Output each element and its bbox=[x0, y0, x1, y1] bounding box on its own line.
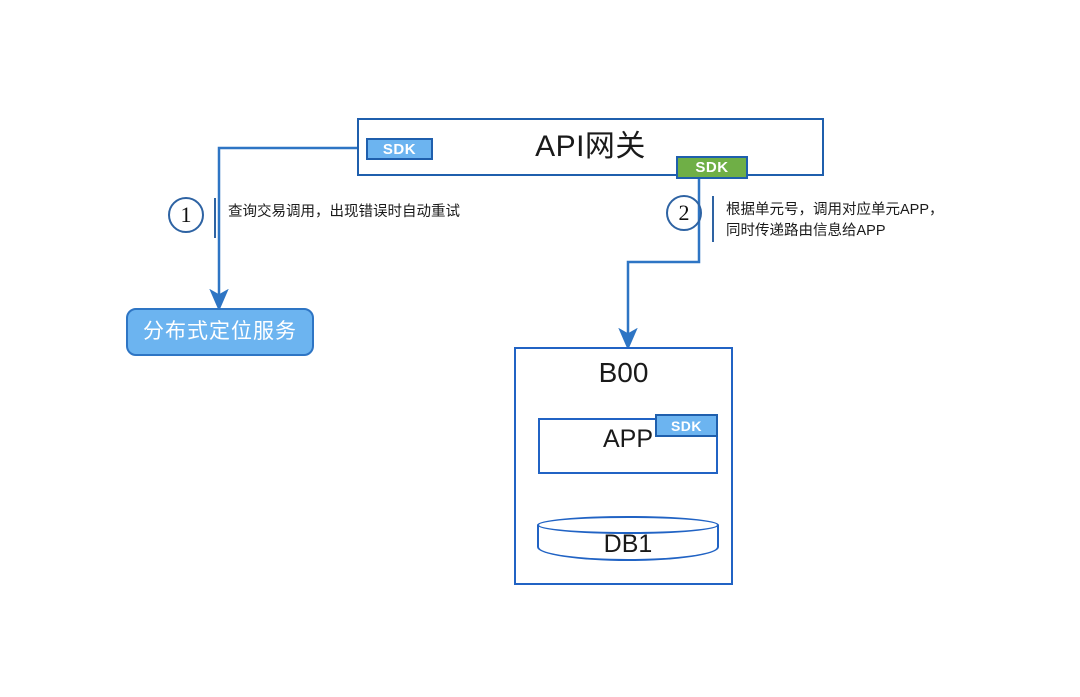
gateway-sdk-tag-left[interactable]: SDK bbox=[366, 138, 433, 160]
step-description-2: 根据单元号，调用对应单元APP， 同时传递路由信息给APP bbox=[726, 202, 944, 239]
step-number-2: 2 bbox=[666, 195, 702, 231]
gateway-sdk-tag-right[interactable]: SDK bbox=[676, 156, 748, 179]
app-label: APP bbox=[602, 425, 654, 453]
step-marker-2: 2 根据单元号，调用对应单元APP， 同时传递路由信息给APP bbox=[666, 195, 944, 242]
database-db1[interactable]: DB1 bbox=[537, 516, 719, 562]
step-marker-1: 1 查询交易调用，出现错误时自动重试 bbox=[168, 197, 460, 238]
app-sdk-tag[interactable]: SDK bbox=[655, 414, 718, 437]
step-divider-2 bbox=[712, 196, 714, 242]
step-number-1: 1 bbox=[168, 197, 204, 233]
unit-b00-label: B00 bbox=[598, 357, 649, 388]
distributed-locating-service-box[interactable]: 分布式定位服务 bbox=[126, 308, 314, 356]
step-divider-1 bbox=[214, 198, 216, 238]
step-description-1: 查询交易调用，出现错误时自动重试 bbox=[228, 204, 460, 220]
api-gateway-label: API网关 bbox=[535, 130, 646, 163]
database-cylinder-top bbox=[537, 516, 719, 534]
database-label: DB1 bbox=[603, 530, 653, 558]
